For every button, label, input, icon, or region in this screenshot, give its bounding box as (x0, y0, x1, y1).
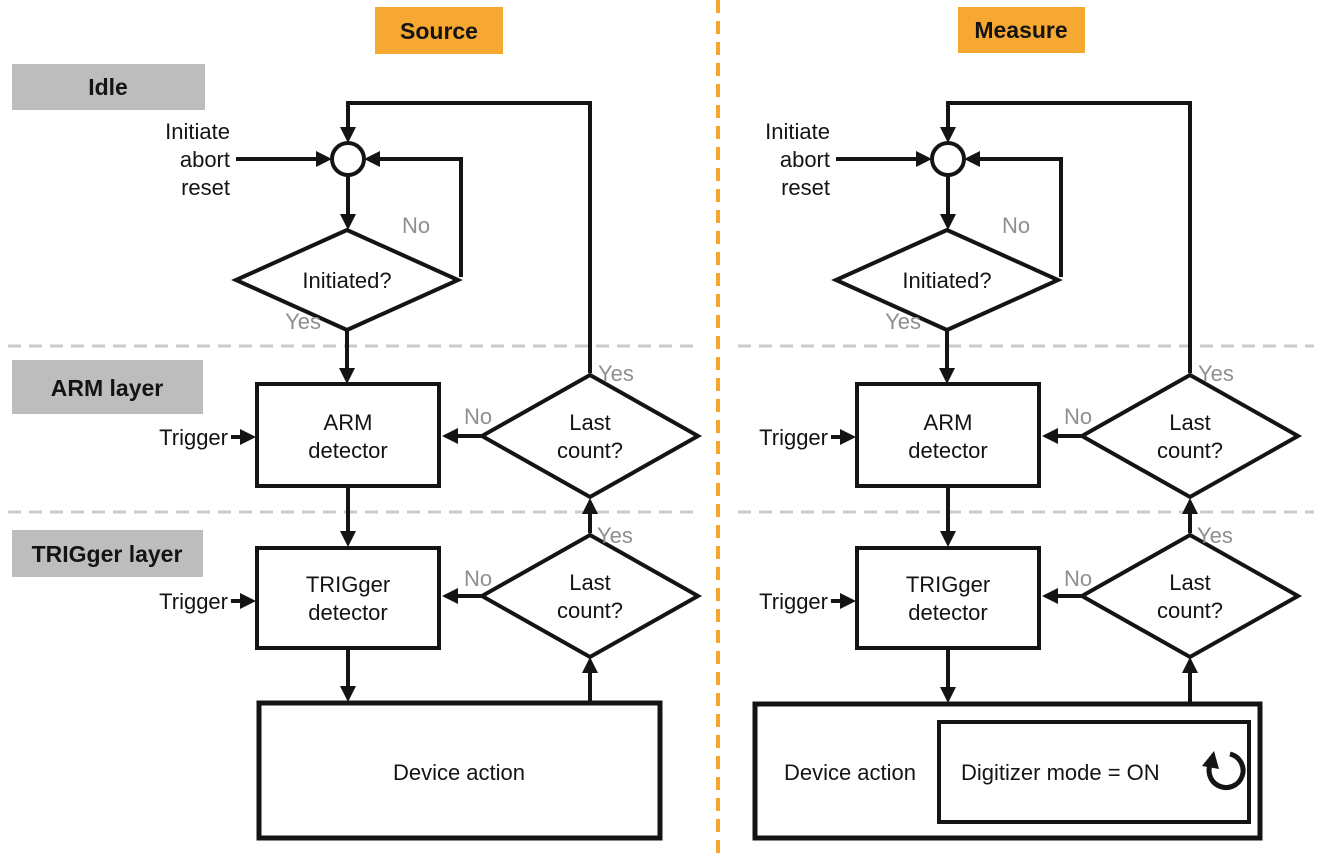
trigger-detector-label-line1: TRIGger (306, 572, 390, 597)
device-action-label: Device action (393, 760, 525, 785)
no-loop-line (964, 151, 1063, 277)
layer-label-trigger: TRIGger layer (32, 541, 183, 567)
last-count-decision-trigger (477, 532, 703, 660)
device-action-label: Device action (784, 760, 916, 785)
arm-detector-label-line1: ARM (324, 410, 373, 435)
trigger-detector-label-line1: TRIGger (906, 572, 990, 597)
last-count-arm-label-line1: Last (569, 410, 611, 435)
arm-detector-label-line2: detector (908, 438, 988, 463)
source-header-box (375, 7, 503, 54)
layer-label-arm-box (12, 360, 203, 414)
trigger-input-label-arm: Trigger (759, 425, 828, 450)
trigger-detector-box (855, 546, 1041, 650)
reset-label: reset (181, 175, 230, 200)
digitizer-mode-label: Digitizer mode = ON (961, 760, 1160, 785)
source-header-label: Source (400, 18, 478, 44)
measure-panel: Initiate abort reset Initiated? No Yes A… (752, 101, 1303, 841)
last-count-arm-label-line2: count? (557, 438, 623, 463)
last-count-arm-label-line1: Last (1169, 410, 1211, 435)
device-action-box (256, 700, 663, 841)
yes-branch-label: Yes (597, 523, 633, 548)
no-loop-line (364, 151, 463, 277)
initiated-decision (231, 227, 463, 333)
trigger-input-label-trig: Trigger (159, 589, 228, 614)
initiated-decision-label: Initiated? (302, 268, 391, 293)
trigger-input-label-arm: Trigger (159, 425, 228, 450)
no-branch-label: No (1064, 566, 1092, 591)
yes-branch-label: Yes (285, 309, 321, 334)
no-branch-label: No (402, 213, 430, 238)
arm-detector-label-line2: detector (308, 438, 388, 463)
layer-label-idle-box (12, 64, 205, 110)
digitizer-mode-box (937, 720, 1251, 824)
arm-detector-label-line1: ARM (924, 410, 973, 435)
junction-circle (330, 141, 366, 177)
last-count-trig-label-line1: Last (569, 570, 611, 595)
source-panel: Initiate abort reset Initiated? No Yes A… (159, 101, 703, 841)
measure-header-box (958, 7, 1085, 53)
last-count-trig-label-line2: count? (557, 598, 623, 623)
no-branch-label: No (464, 404, 492, 429)
yes-branch-label: Yes (885, 309, 921, 334)
initiated-decision (831, 227, 1063, 333)
last-count-arm-label-line2: count? (1157, 438, 1223, 463)
trigger-detector-label-line2: detector (308, 600, 388, 625)
trigger-input-label-trig: Trigger (759, 589, 828, 614)
no-branch-label: No (464, 566, 492, 591)
abort-label: abort (180, 147, 230, 172)
arm-detector-box (255, 382, 441, 488)
no-branch-label: No (1064, 404, 1092, 429)
last-count-decision-trigger (1077, 532, 1303, 660)
layer-label-idle: Idle (88, 74, 128, 100)
trigger-detector-box (255, 546, 441, 650)
reset-label: reset (781, 175, 830, 200)
layer-label-trigger-box (12, 530, 203, 577)
yes-branch-label: Yes (1197, 523, 1233, 548)
junction-circle (930, 141, 966, 177)
abort-label: abort (780, 147, 830, 172)
repeat-loop-icon (1202, 751, 1246, 791)
last-count-decision-arm (1077, 372, 1303, 500)
initiated-decision-label: Initiated? (902, 268, 991, 293)
initiate-label: Initiate (765, 119, 830, 144)
no-branch-label: No (1002, 213, 1030, 238)
layer-label-arm: ARM layer (51, 375, 164, 401)
last-count-trig-label-line2: count? (1157, 598, 1223, 623)
yes-branch-label: Yes (598, 361, 634, 386)
arm-detector-box (855, 382, 1041, 488)
initiate-label: Initiate (165, 119, 230, 144)
measure-header-label: Measure (974, 17, 1067, 43)
last-count-decision-arm (477, 372, 703, 500)
feedback-line-yes-to-junction (340, 101, 592, 373)
feedback-line-yes-to-junction (940, 101, 1192, 373)
last-count-trig-label-line1: Last (1169, 570, 1211, 595)
yes-branch-label: Yes (1198, 361, 1234, 386)
trigger-detector-label-line2: detector (908, 600, 988, 625)
